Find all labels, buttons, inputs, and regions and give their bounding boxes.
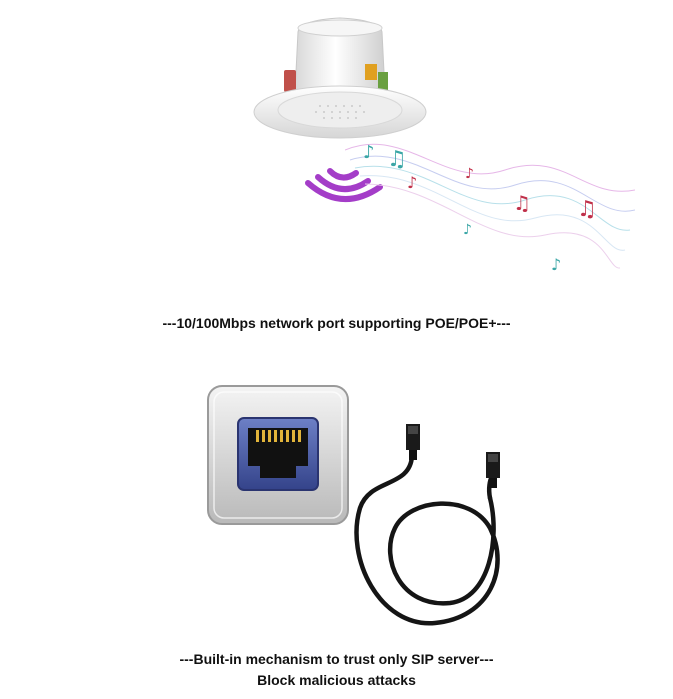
ethernet-cable-image <box>354 424 500 626</box>
svg-text:♫: ♫ <box>513 191 531 215</box>
svg-text:♪: ♪ <box>465 166 474 182</box>
trust-caption-line1: ---Built-in mechanism to trust only SIP … <box>179 651 494 667</box>
svg-text:♫: ♫ <box>577 197 597 222</box>
svg-text:♪: ♪ <box>463 222 472 238</box>
svg-text:♪: ♪ <box>407 173 417 192</box>
trust-caption-line2: Block malicious attacks <box>257 672 416 688</box>
svg-text:♫: ♫ <box>387 147 407 172</box>
svg-text:♪: ♪ <box>363 142 375 163</box>
poe-caption: ---10/100Mbps network port supporting PO… <box>162 315 511 331</box>
ceiling-speaker-image <box>253 17 427 139</box>
music-notes-image: ♪ ♫ ♪ ♪ ♪ ♫ ♫ ♪ <box>345 142 635 274</box>
sound-wave-icon <box>305 168 383 202</box>
ethernet-port-icon <box>207 385 349 525</box>
svg-text:♪: ♪ <box>551 255 561 274</box>
